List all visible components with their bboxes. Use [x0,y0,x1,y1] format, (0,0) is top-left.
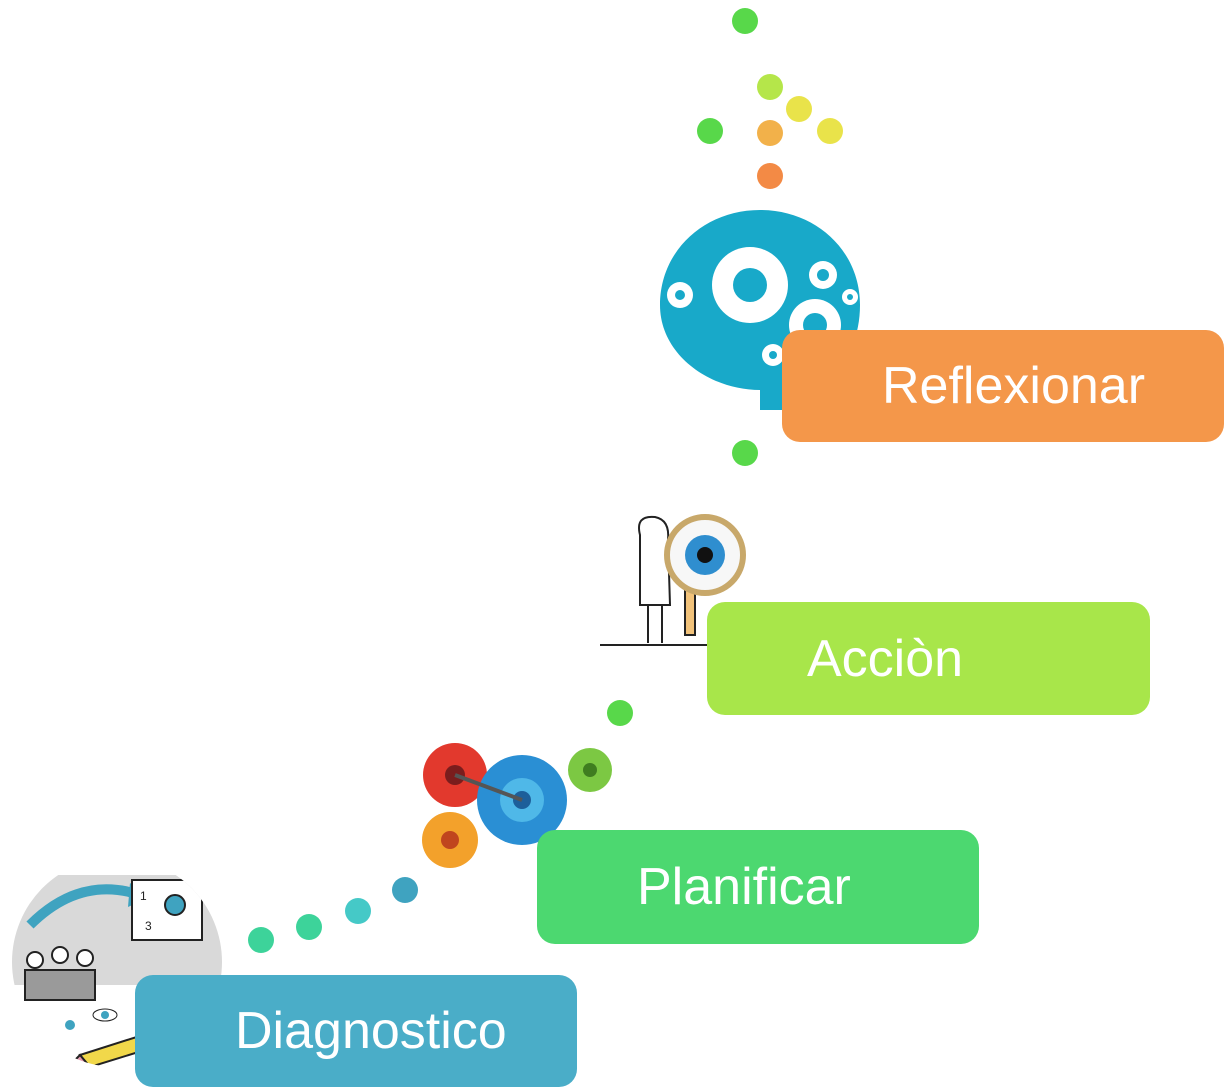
path-dot [296,914,322,940]
path-dot [757,74,783,100]
step-planificar: Planificar [537,830,979,944]
path-dot [757,163,783,189]
path-dot [757,120,783,146]
path-dot [345,898,371,924]
svg-text:1: 1 [140,889,147,903]
path-dot [786,96,812,122]
path-dot [732,440,758,466]
magnifier-man-icon [600,505,770,655]
path-dot [817,118,843,144]
step-reflexionar: Reflexionar [782,330,1224,442]
gears-icon [410,735,620,875]
step-accion: Acciòn [707,602,1150,715]
path-dot [248,927,274,953]
path-dot [607,700,633,726]
step-label-planificar: Planificar [637,858,851,916]
path-dot [392,877,418,903]
path-dot [732,8,758,34]
svg-text:3: 3 [145,919,152,933]
path-dot [697,118,723,144]
step-label-diagnostico: Diagnostico [235,1002,507,1060]
step-diagnostico: Diagnostico [135,975,577,1087]
step-label-accion: Acciòn [807,629,964,688]
step-label-reflexionar: Reflexionar [882,357,1146,415]
